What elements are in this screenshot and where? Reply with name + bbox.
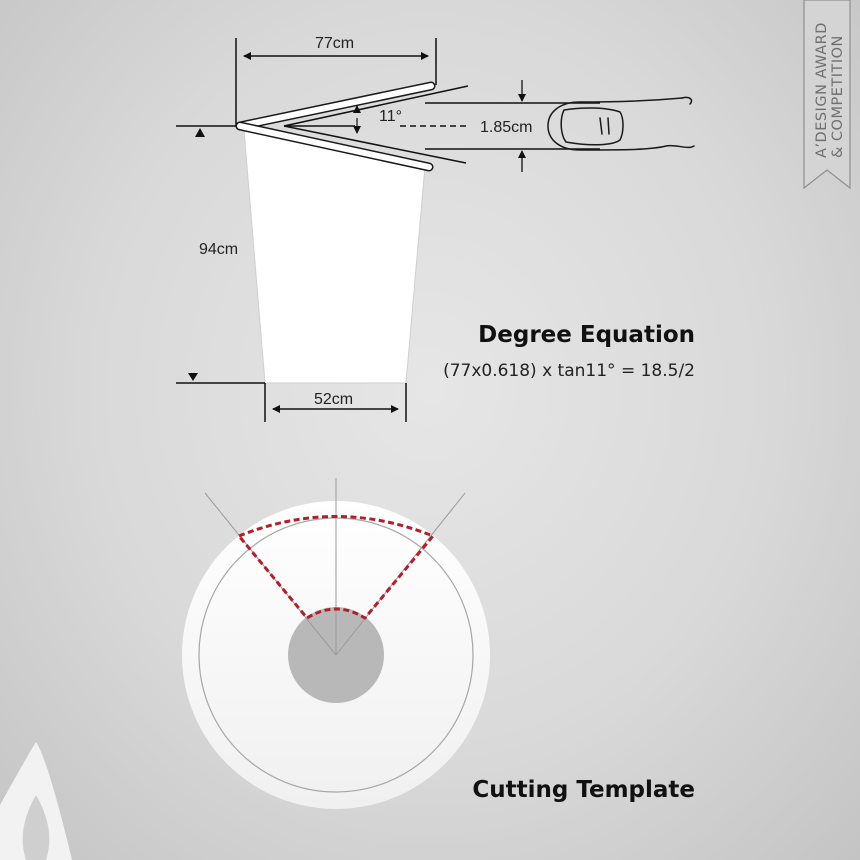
height-label: 94cm: [199, 241, 238, 258]
top-width-dimension: [235, 38, 437, 126]
award-badge: A’DESIGN AWARD & COMPETITION: [803, 0, 851, 190]
finger-thickness-label: 1.85cm: [480, 119, 532, 136]
cutting-template: [182, 478, 490, 809]
logo-mark: [0, 742, 72, 860]
cup-rim: [235, 81, 436, 172]
finger-icon: [547, 96, 695, 151]
cut-line: [237, 515, 435, 620]
award-line-1: A’DESIGN AWARD: [814, 22, 830, 158]
template-title: Cutting Template: [472, 777, 695, 803]
height-dimension: [176, 125, 265, 384]
equation-formula: (77x0.618) x tan11° = 18.5/2: [443, 361, 695, 381]
bottom-width-dimension: [264, 383, 407, 422]
cup-body: [243, 129, 426, 384]
award-line-2: & COMPETITION: [830, 35, 846, 158]
angle-label: 11°: [379, 108, 402, 125]
bottom-width-label: 52cm: [314, 391, 353, 408]
top-width-label: 77cm: [315, 35, 354, 52]
equation-title: Degree Equation: [478, 322, 695, 348]
angle-lines: [283, 85, 470, 164]
